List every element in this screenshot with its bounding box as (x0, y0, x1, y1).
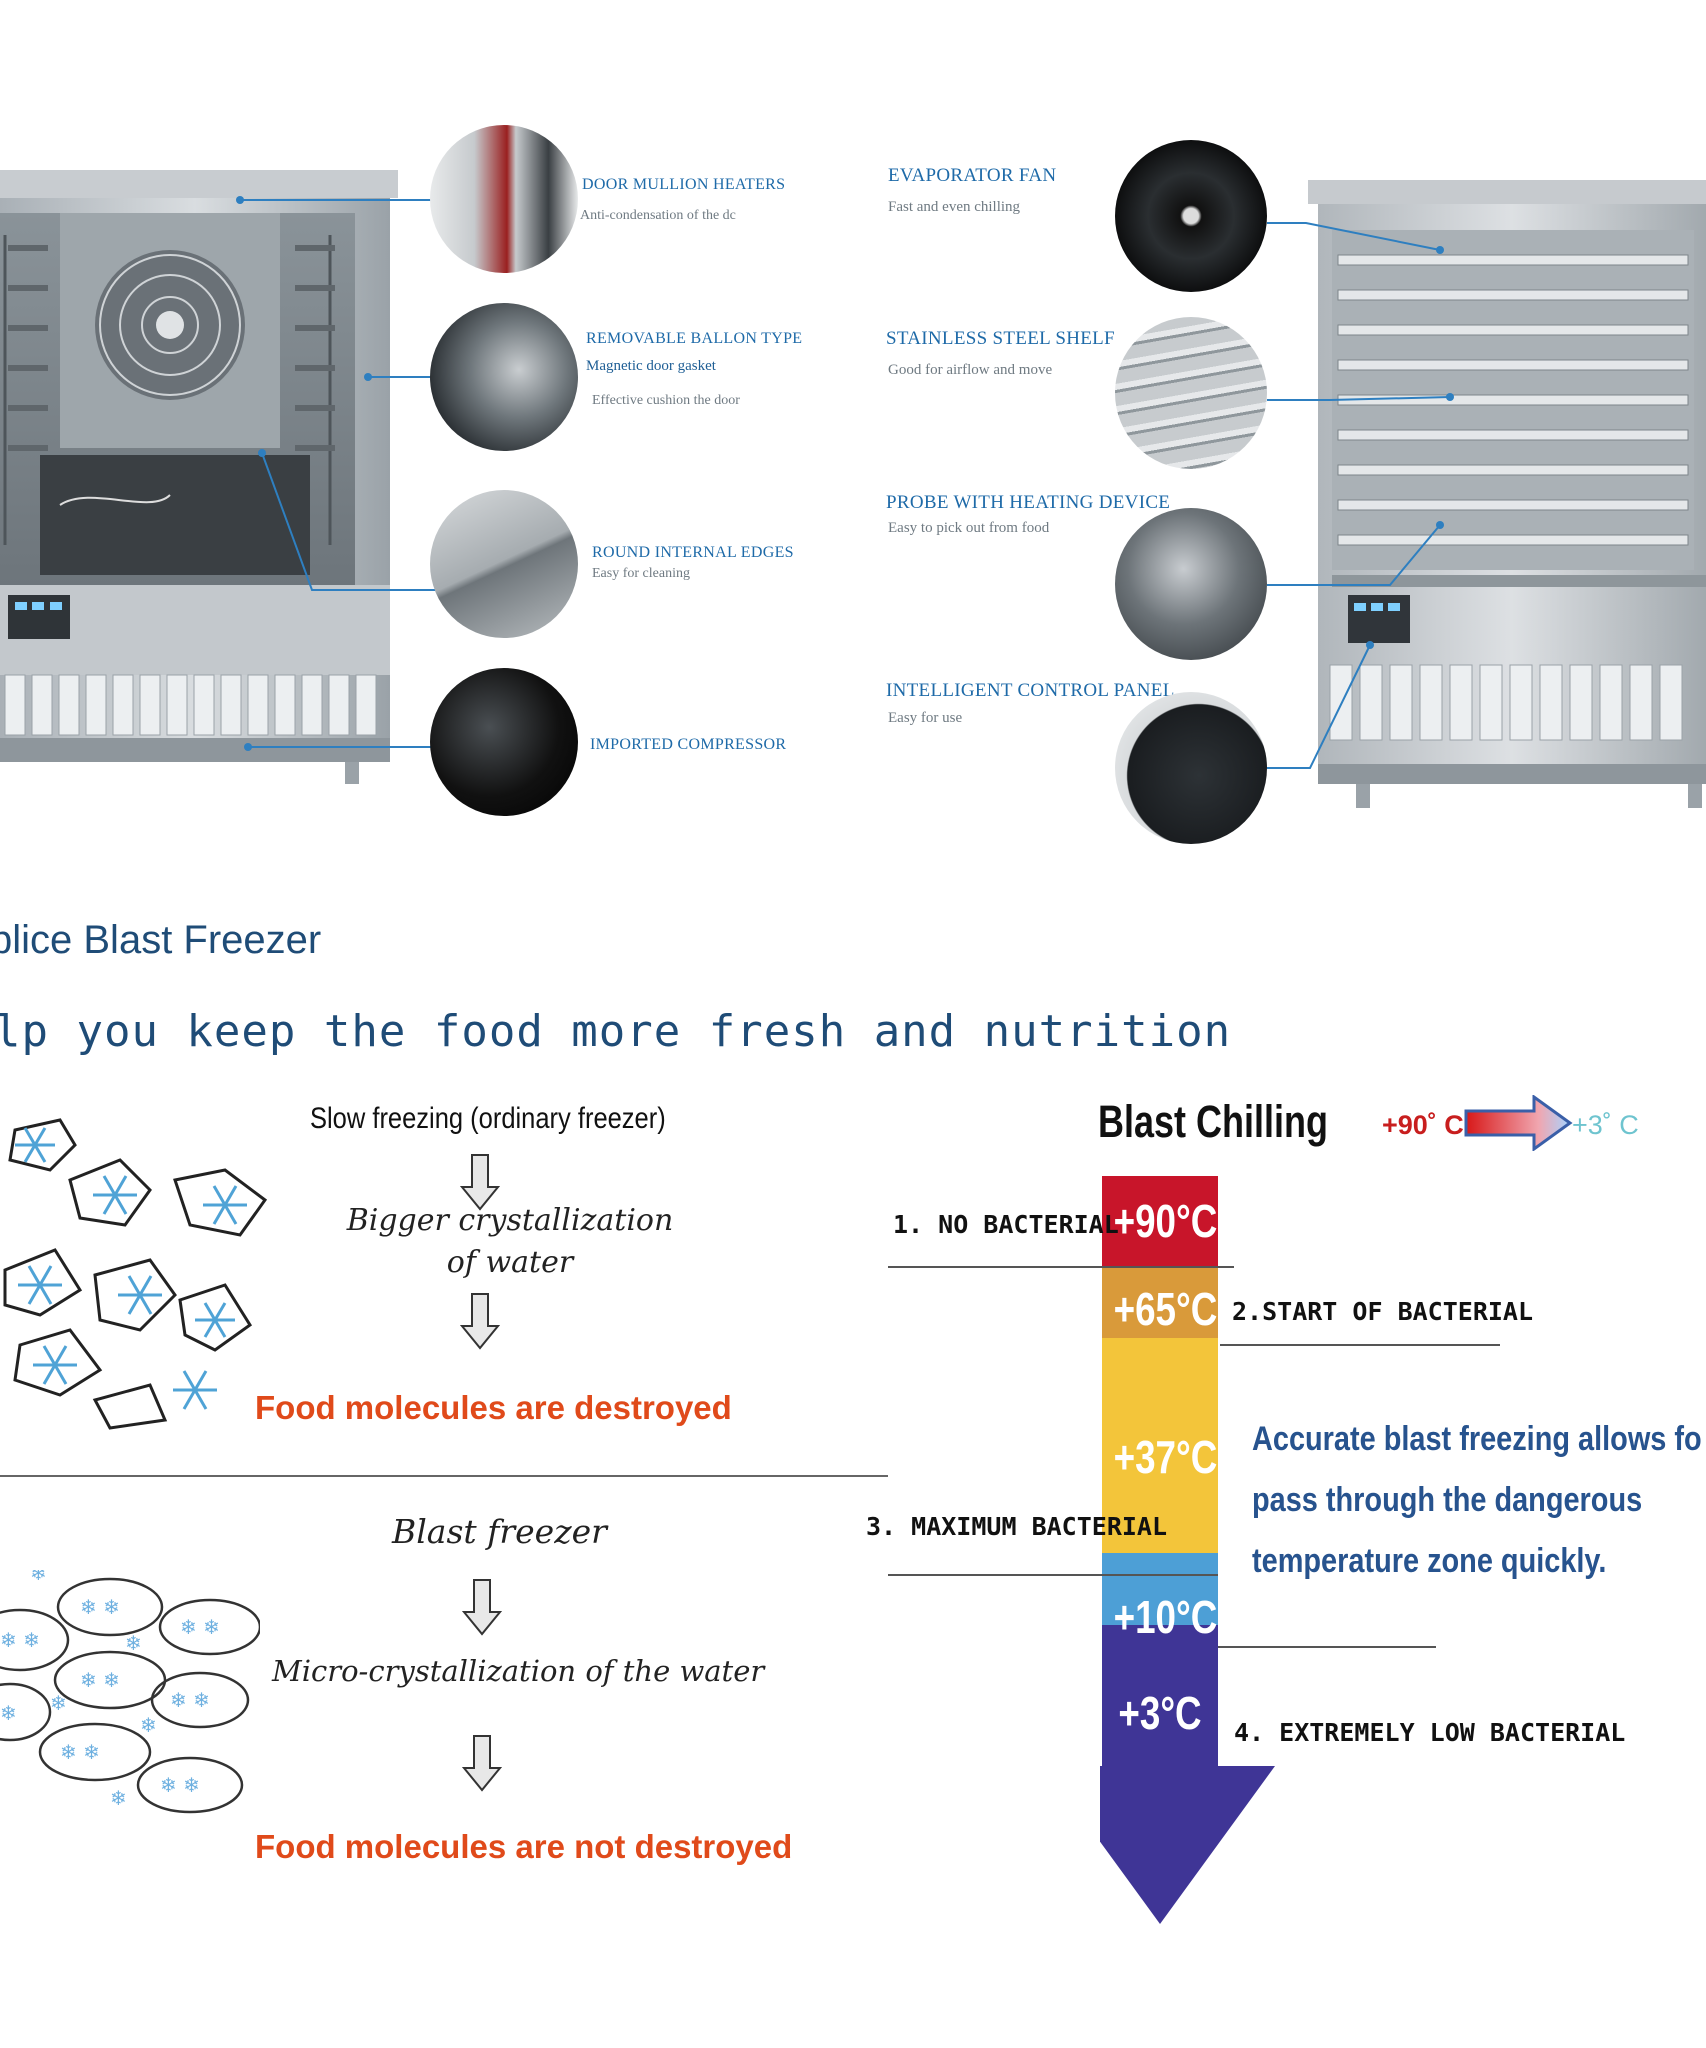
svg-text:❄ ❄: ❄ ❄ (180, 1615, 220, 1639)
feature-title-control-panel: INTELLIGENT CONTROL PANEL (886, 680, 1175, 701)
feature-title-steel-shelf: STAINLESS STEEL SHELF (886, 328, 1115, 349)
leader-lines-left (410, 165, 440, 765)
chilling-title: Blast Chilling (1098, 1096, 1329, 1147)
stage-rule (1218, 1646, 1436, 1648)
chilling-to-temp: +3˚ C (1572, 1110, 1639, 1140)
feature-title-compressor: IMPORTED COMPRESSOR (590, 736, 787, 753)
chilling-note-line-1: Accurate blast freezing allows fo (1252, 1420, 1702, 1458)
slow-freezing-result: Food molecules are destroyed (255, 1389, 732, 1426)
chilling-from-temp: +90˚ C (1382, 1110, 1464, 1140)
temp-37: +37°C (1113, 1431, 1218, 1483)
down-arrow-icon (461, 1578, 503, 1636)
svg-text:❄ ❄: ❄ ❄ (0, 1628, 40, 1652)
red-to-blue-arrow-icon (1464, 1094, 1574, 1152)
tagline: lp you keep the food more fresh and nutr… (0, 1006, 1232, 1057)
temp-90: +90°C (1113, 1195, 1218, 1247)
svg-text:❄ ❄: ❄ ❄ (160, 1773, 200, 1797)
feature-title-probe: PROBE WITH HEATING DEVICE (886, 492, 1171, 513)
feature-title-evaporator-fan: EVAPORATOR FAN (888, 165, 1057, 186)
round-edges-photo (430, 490, 578, 638)
section-title: blice Blast Freezer (0, 918, 322, 962)
blast-freezer-step: Micro-crystallization of the water (272, 1654, 765, 1688)
feature-title-door-mullion: DOOR MULLION HEATERS (582, 176, 786, 193)
steel-shelf-photo (1115, 317, 1267, 469)
divider-line (0, 1475, 888, 1477)
svg-text:❄ ❄: ❄ ❄ (80, 1668, 120, 1692)
svg-text:❄ ❄: ❄ ❄ (60, 1740, 100, 1764)
probe-photo (1115, 508, 1267, 660)
feature-desc-door-gasket: Magnetic door gasket (586, 358, 716, 374)
feature-desc-probe: Easy to pick out from food (888, 520, 1050, 536)
evaporator-fan-photo (1115, 140, 1267, 292)
feature-desc2-door-gasket: Effective cushion the door (592, 393, 740, 408)
stage-no-bacterial: 1. NO BACTERIAL (893, 1210, 1119, 1239)
stage-extremely-low-bacterial: 4. EXTREMELY LOW BACTERIAL (1234, 1718, 1626, 1747)
feature-desc-steel-shelf: Good for airflow and move (888, 362, 1053, 378)
feature-desc-evaporator-fan: Fast and even chilling (888, 199, 1021, 215)
door-mullion-heater-photo (430, 125, 578, 273)
door-gasket-photo (430, 303, 578, 451)
freezer-open-illustration (0, 165, 430, 825)
slow-freezing-title: Slow freezing (ordinary freezer) (310, 1102, 666, 1135)
feature-title-door-gasket: REMOVABLE BALLON TYPE (586, 330, 803, 347)
svg-text:❄ ❄: ❄ ❄ (80, 1595, 120, 1619)
stage-rule (1220, 1344, 1500, 1346)
svg-text:❄ ❄: ❄ ❄ (170, 1688, 210, 1712)
temp-10: +10°C (1113, 1591, 1218, 1643)
compressor-photo (430, 668, 578, 816)
thermometer-bar (1045, 1176, 1280, 1926)
svg-text:❄: ❄ (110, 1786, 127, 1810)
ice-crystals-large-illustration (0, 1100, 280, 1430)
svg-text:❄: ❄ (125, 1631, 142, 1655)
temp-3: +3°C (1118, 1687, 1202, 1739)
svg-text:❄: ❄ (0, 1701, 17, 1725)
feature-desc-round-edges: Easy for cleaning (592, 566, 690, 581)
svg-text:❄: ❄ (140, 1713, 157, 1737)
blast-freezer-result: Food molecules are not destroyed (255, 1828, 793, 1865)
svg-text:❄: ❄ (30, 1570, 47, 1585)
feature-desc-door-mullion: Anti-condensation of the dc (580, 208, 736, 223)
stage-rule (888, 1574, 1218, 1576)
chilling-note-line-3: temperature zone quickly. (1252, 1542, 1607, 1580)
feature-title-round-edges: ROUND INTERNAL EDGES (592, 544, 794, 561)
blast-freezer-title: Blast freezer (392, 1512, 607, 1551)
freezer-shelves-illustration (1270, 175, 1706, 845)
down-arrow-icon (459, 1292, 501, 1350)
down-arrow-icon (461, 1734, 503, 1792)
slow-freezing-step: Bigger crystallization of water (346, 1203, 674, 1280)
temp-65: +65°C (1113, 1283, 1218, 1335)
stage-max-bacterial: 3. MAXIMUM BACTERIAL (866, 1512, 1168, 1541)
stage-start-bacterial: 2.START OF BACTERIAL (1232, 1297, 1534, 1326)
control-panel-photo (1115, 692, 1267, 844)
stage-rule (888, 1266, 1234, 1268)
feature-desc-control-panel: Easy for use (888, 710, 963, 726)
chilling-note-line-2: pass through the dangerous (1252, 1481, 1643, 1519)
leader-lines-right (1267, 215, 1277, 775)
ice-crystals-small-illustration: ❄ ❄❄ ❄❄ ❄ ❄ ❄❄ ❄❄ ❄ ❄❄ ❄ ❄❄❄❄❄ (0, 1561, 262, 1820)
down-arrow-icon (459, 1153, 501, 1211)
svg-text:❄: ❄ (50, 1691, 67, 1715)
